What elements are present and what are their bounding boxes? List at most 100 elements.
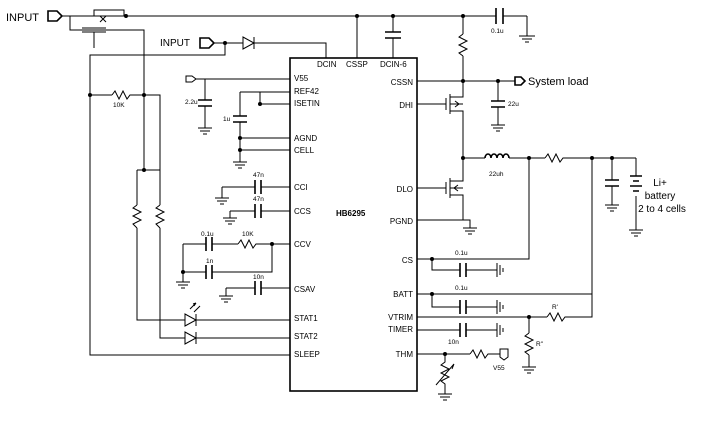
ground-vtrim-icon — [522, 366, 536, 374]
inductor-value: 22uh — [489, 171, 504, 178]
cap-top-value: 0.1u — [491, 28, 504, 35]
pin-vtrim: VTRIM — [388, 313, 413, 322]
cap-cci-icon — [254, 180, 262, 194]
battery-label-line3: 2 to 4 cells — [638, 204, 686, 215]
cap-cs-icon — [459, 263, 467, 277]
battery-label-line2: battery — [645, 191, 676, 202]
pin-timer: TIMER — [388, 325, 413, 334]
cap-1u-icon — [233, 115, 247, 123]
input-connector-icon — [47, 10, 64, 22]
mosfet-low-icon — [445, 158, 464, 220]
pin-cci: CCI — [294, 183, 308, 192]
led-stat2-icon — [184, 331, 290, 345]
resistor-led2-icon — [154, 204, 166, 229]
resistor-10k-icon — [111, 89, 132, 101]
cap-csav-value: 10n — [253, 274, 264, 281]
ground-timer-icon — [496, 323, 504, 337]
cap-ccs-value: 47n — [253, 196, 264, 203]
resistor-led1-icon — [131, 204, 143, 229]
pin-batt: BATT — [393, 290, 413, 299]
cap-cci-value: 47n — [253, 172, 264, 179]
cap-ccv-a-icon — [205, 237, 213, 251]
system-load-label: System load — [528, 76, 589, 88]
cap-ccv-b-value: 1n — [206, 258, 214, 265]
ground-pgnd-icon — [463, 227, 477, 235]
cap-2u2-icon — [198, 99, 212, 107]
ic-left-pins: V55 REF42 ISETIN AGND CELL CCI CCS CCV C… — [294, 74, 320, 359]
pin-sleep: SLEEP — [294, 350, 320, 359]
input-label-main: INPUT — [6, 12, 39, 24]
ic-body — [289, 57, 418, 392]
pin-isetin: ISETIN — [294, 99, 320, 108]
ground-agnd-icon — [233, 161, 247, 169]
v55-thm-port-icon — [499, 348, 509, 361]
thermistor-icon — [435, 354, 455, 394]
pin-stat1: STAT1 — [294, 314, 318, 323]
ground-thm-icon — [438, 393, 452, 401]
resistor-sense-icon — [457, 33, 469, 57]
mosfet-high-icon — [445, 81, 464, 158]
ground-batt-icon — [496, 300, 504, 314]
battery-icon — [630, 175, 642, 192]
cap-top-icon — [495, 8, 504, 24]
cap-22u-icon — [491, 100, 505, 108]
cap-2u2-value: 2.2u — [185, 99, 198, 106]
ground-csav-icon — [219, 295, 233, 303]
pin-v55: V55 — [294, 74, 309, 83]
input-label-secondary: INPUT — [160, 38, 190, 49]
input-connector-secondary-icon — [199, 37, 216, 49]
pin-cssp: CSSP — [346, 60, 368, 69]
ground-top-icon — [519, 16, 535, 43]
ground-output-icon — [605, 204, 619, 212]
pin-agnd: AGND — [294, 134, 317, 143]
cap-ccs-icon — [254, 204, 262, 218]
ic-name: HB6295 — [336, 209, 366, 218]
ic-right-pins: CSSN DHI DLO PGND CS BATT VTRIM TIMER TH… — [388, 78, 413, 359]
cap-batt-value: 0.1u — [455, 285, 468, 292]
pin-cs: CS — [402, 256, 413, 265]
cap-timer-icon — [459, 323, 467, 337]
cap-22u-value: 22u — [508, 101, 519, 108]
ic-top-pins: DCIN CSSP DCIN-6 — [317, 60, 407, 69]
resistor-ccv-value: 10K — [242, 231, 254, 238]
cap-output-icon — [605, 179, 619, 187]
system-load-arrow-icon — [514, 76, 527, 86]
v55-port-icon — [185, 75, 290, 83]
input-pmos-icon — [69, 9, 145, 62]
ground-cs-icon — [496, 263, 504, 277]
resistor-vtrim-a-icon — [546, 311, 567, 323]
pin-dhi: DHI — [399, 101, 413, 110]
cap-dcin6-icon — [385, 31, 401, 39]
cap-ccv-b-icon — [205, 265, 213, 279]
diode-input-icon — [242, 36, 256, 50]
resistor-batt-sense-icon — [544, 152, 566, 164]
pin-dlo: DLO — [397, 185, 413, 194]
resistor-ccv-icon — [237, 238, 258, 250]
cap-cs-value: 0.1u — [455, 250, 468, 257]
resistor-thm-icon — [469, 348, 500, 360]
ground-load-icon — [491, 124, 505, 132]
ground-2u2-icon — [198, 127, 212, 135]
pin-ref42: REF42 — [294, 87, 319, 96]
pin-ccs: CCS — [294, 207, 311, 216]
pin-stat2: STAT2 — [294, 332, 318, 341]
cap-timer-value: 10n — [448, 339, 459, 346]
cap-1u-value: 1u — [223, 116, 231, 123]
pin-csav: CSAV — [294, 285, 316, 294]
cap-csav-icon — [254, 281, 262, 295]
pin-cell: CELL — [294, 146, 315, 155]
pin-pgnd: PGND — [390, 217, 413, 226]
pin-cssn: CSSN — [391, 78, 413, 87]
ground-cci-icon — [215, 197, 229, 205]
ground-ccv-icon — [176, 281, 190, 289]
resistor-vtrim-b-icon — [523, 332, 535, 356]
cap-batt-icon — [459, 300, 467, 314]
v55-thm-label: V55 — [493, 365, 505, 372]
resistor-10k-value: 10K — [113, 102, 125, 109]
led-stat1-icon — [184, 302, 290, 327]
cap-ccv-a-value: 0.1u — [201, 231, 214, 238]
pin-thm: THM — [396, 350, 414, 359]
battery-label-line1: Li+ — [653, 178, 667, 189]
resistor-vtrim-a-value: R' — [552, 304, 558, 311]
